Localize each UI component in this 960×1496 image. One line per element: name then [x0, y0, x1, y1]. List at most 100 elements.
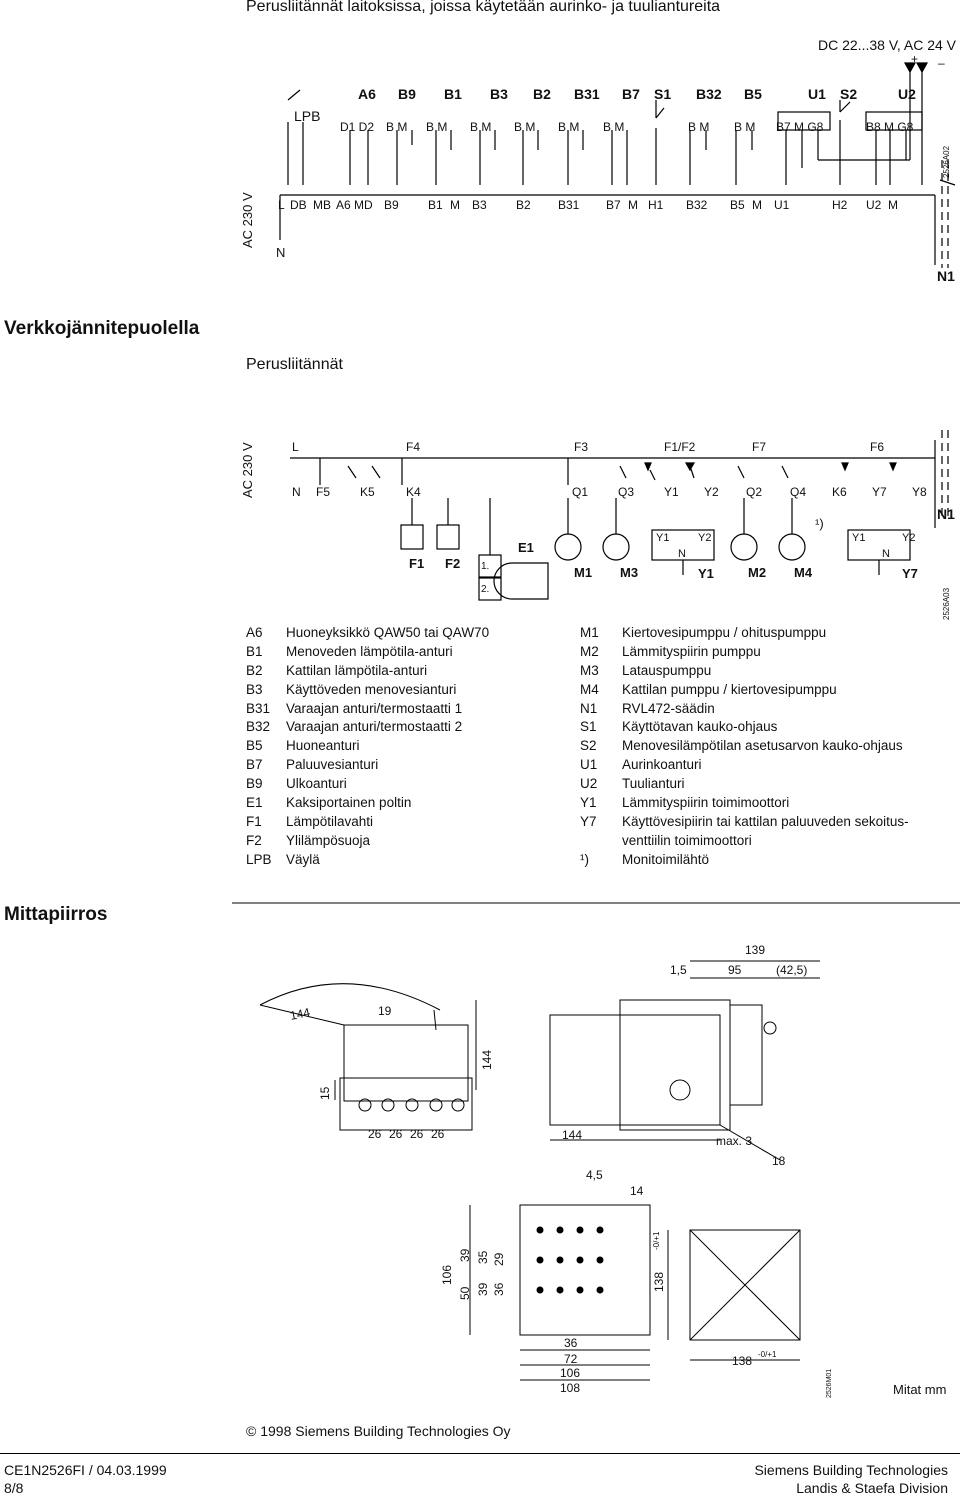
controller-terminal: U2: [866, 198, 882, 212]
legend-text: Kiertovesipumppu / ohituspumppu: [622, 625, 827, 640]
legend-text: Menovesilämpötilan asetusarvon kauko-ohj…: [622, 738, 903, 754]
dimension-value: 1,5: [670, 963, 687, 977]
n-terminal-1: N: [276, 245, 286, 260]
terminal-pair-label: B M: [426, 120, 448, 134]
legend-text: Monitoimilähtö: [622, 851, 710, 867]
controller-terminal: M: [450, 198, 460, 212]
terminal-pair-label: B8 M G8: [866, 120, 914, 134]
legend-code: U1: [580, 757, 598, 773]
legend-text: Aurinkoanturi: [622, 757, 702, 773]
legend-text: Kattilan pumppu / kiertovesipumppu: [622, 681, 837, 697]
subsection-heading-basic: Perusliitännät: [246, 356, 343, 373]
legend-text: venttiilin toimimoottori: [622, 832, 752, 848]
component-label: B9: [398, 86, 416, 102]
component-label: Y1: [656, 532, 670, 544]
component-label: U2: [898, 86, 916, 102]
legend-row: N1 RVL472-säädin: [580, 700, 958, 719]
component-label: B1: [444, 86, 462, 102]
controller-terminal: M: [752, 198, 762, 212]
controller-terminal: L: [278, 198, 285, 212]
wiring-diagram-1-lines: [279, 62, 956, 268]
legend-text: Kattilan lämpötila-anturi: [286, 662, 428, 678]
legend-text: RVL472-säädin: [622, 700, 715, 716]
legend-text: Huoneyksikkö QAW50 tai QAW70: [286, 625, 490, 640]
dimension-value: 36: [492, 1282, 506, 1296]
tolerance-label: -0/+1: [652, 1231, 661, 1250]
dimension-value: 108: [560, 1381, 581, 1395]
legend-code: ¹): [580, 851, 589, 867]
footer-rule: [0, 1453, 960, 1454]
controller-terminal: H2: [832, 198, 848, 212]
legend-row: venttiilin toimimoottori: [580, 832, 958, 851]
legend-code: B32: [246, 719, 271, 735]
terminal-pair-label: B M: [734, 120, 756, 134]
legend-text: Tuulianturi: [622, 776, 685, 792]
device-label-2: N1: [937, 506, 955, 522]
burner-stage-2: 2.: [481, 584, 490, 595]
legend-text: Ylilämpösuoja: [286, 832, 371, 848]
mains-terminal: K6: [832, 485, 847, 499]
legend-text: Kaksiportainen poltin: [286, 795, 412, 811]
dimension-value: 4,5: [586, 1168, 603, 1182]
wiring-diagram-2-lines: [290, 430, 949, 601]
lpb-label: LPB: [294, 108, 321, 124]
controller-terminal: MD: [354, 198, 373, 212]
component-label: S2: [840, 86, 858, 102]
component-label: N: [882, 548, 890, 560]
legend-code: M3: [580, 662, 599, 678]
component-label: B3: [490, 86, 508, 102]
dimension-value: 95: [728, 963, 742, 977]
terminal-pair-label: B M: [558, 120, 580, 134]
controller-terminal: U1: [774, 198, 790, 212]
legend-code: B5: [246, 738, 263, 754]
legend-text: Ulkoanturi: [286, 776, 347, 792]
dimension-value: 18: [772, 1154, 786, 1168]
controller-terminal: B2: [516, 198, 531, 212]
legend-code: M4: [580, 681, 599, 697]
dimension-value: 39: [476, 1282, 490, 1296]
component-label: E1: [518, 540, 534, 555]
supply-plus: +: [911, 52, 919, 66]
dimension-value: 106: [440, 1264, 454, 1285]
mains-terminal: Q2: [746, 485, 763, 499]
mains-terminal: K4: [406, 485, 421, 499]
controller-terminal: B31: [558, 198, 580, 212]
legend-code: B3: [246, 681, 263, 697]
dimension-value: 106: [560, 1366, 581, 1380]
controller-terminal: B32: [686, 198, 708, 212]
mains-terminal: Y2: [704, 485, 719, 499]
legend-text: Paluuvesianturi: [286, 757, 379, 773]
component-label: M1: [574, 565, 593, 580]
dimension-value: 39: [458, 1248, 472, 1262]
controller-terminal: M: [628, 198, 638, 212]
mains-terminal: Q4: [790, 485, 807, 499]
dimension-value: 15: [318, 1086, 332, 1100]
supply-minus: –: [938, 56, 945, 70]
terminal-pair-label: B7 M G8: [776, 120, 824, 134]
legend-code: Y7: [580, 813, 597, 829]
component-label: U1: [808, 86, 826, 102]
page-number: 8/8: [4, 1480, 24, 1496]
legend-code: B9: [246, 776, 263, 792]
dimension-value: max. 3: [716, 1134, 753, 1148]
mains-terminal: Q1: [572, 485, 589, 499]
dimension-value: 144: [480, 1049, 494, 1070]
mains-terminal: F5: [316, 485, 331, 499]
mains-top-label: L: [292, 440, 299, 454]
legend-code: N1: [580, 700, 598, 716]
